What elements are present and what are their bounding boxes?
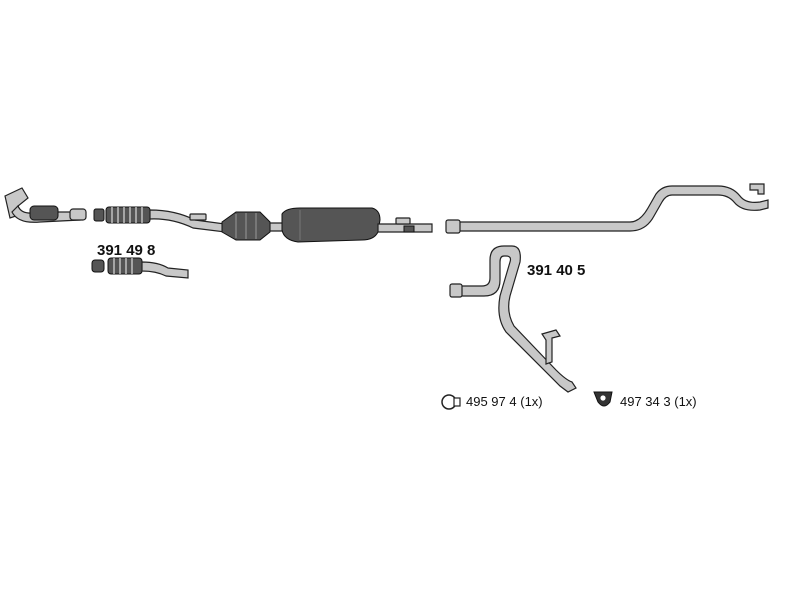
accessory-497-34-3: 497 34 3 (1x) [620, 394, 697, 409]
middle-muffler [281, 207, 381, 243]
front-exhaust-assembly [4, 187, 433, 243]
rear-exhaust-pipe [445, 183, 769, 234]
tail-pipe-hanger [541, 329, 561, 365]
flex-joint-front [29, 205, 59, 221]
clamp-ring-icon [441, 394, 461, 410]
rear-pipe-straight [449, 185, 769, 232]
part-number-391-40-5: 391 40 5 [527, 262, 586, 279]
pipe-to-catalyst [149, 209, 226, 233]
flex-pipe-corrugated [105, 206, 151, 224]
rubber-mount-icon [593, 391, 613, 407]
part-391-49-8-drawing [91, 257, 189, 279]
accessory-qty: (1x) [674, 394, 697, 409]
accessory-qty: (1x) [520, 394, 543, 409]
tail-pipe-bend [453, 245, 577, 393]
part-391-40-5-drawing [449, 245, 577, 393]
accessory-number: 497 34 3 [620, 394, 671, 409]
accessory-495-97-4: 495 97 4 (1x) [466, 394, 543, 409]
part-number-391-49-8: 391 49 8 [97, 242, 156, 259]
accessory-number: 495 97 4 [466, 394, 517, 409]
